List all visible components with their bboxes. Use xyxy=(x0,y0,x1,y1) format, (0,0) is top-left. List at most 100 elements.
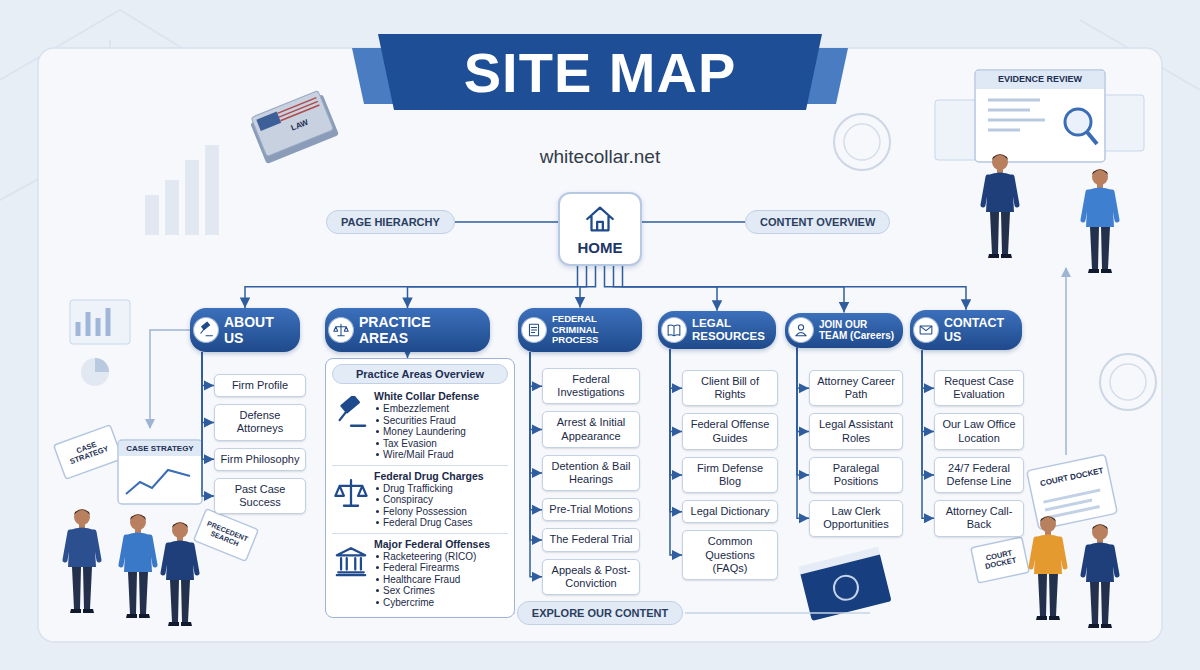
page-box: Attorney Career Path xyxy=(809,370,903,406)
connector xyxy=(922,350,934,431)
header-icon xyxy=(521,317,547,343)
connector xyxy=(922,350,934,388)
category-header: ABOUT US xyxy=(190,308,300,352)
page-label: Client Bill of Rights xyxy=(688,375,772,401)
page-label: Paralegal Positions xyxy=(815,462,897,488)
page-label: Attorney Career Path xyxy=(815,375,897,401)
header-icon xyxy=(913,317,939,343)
page-box: Legal Dictionary xyxy=(682,500,778,523)
person-icon xyxy=(788,317,814,343)
practice-section: Major Federal OffensesRacketeering (RICO… xyxy=(332,533,508,613)
section-text: Major Federal Offenses xyxy=(374,538,506,550)
page-label: Firm Profile xyxy=(220,379,300,392)
connector xyxy=(623,266,967,310)
illustration-label: CASE STRATEGY xyxy=(126,445,193,454)
gavel-icon xyxy=(334,396,368,430)
section-text: Federal Drug Charges xyxy=(374,470,506,482)
page-label: Our Law Office Location xyxy=(940,418,1018,444)
category-label: JOIN OUR TEAM (Careers) xyxy=(819,319,895,342)
house-icon xyxy=(583,202,617,236)
mail-icon xyxy=(913,317,939,343)
page-label: Appeals & Post-Conviction xyxy=(548,564,634,590)
page-box: Our Law Office Location xyxy=(934,413,1024,449)
section-icon xyxy=(334,390,374,430)
building-icon xyxy=(334,544,368,578)
header-icon xyxy=(661,317,687,343)
connector xyxy=(530,352,542,540)
header-icon xyxy=(328,317,354,343)
pill-label: EXPLORE OUR CONTENT xyxy=(532,607,668,619)
label-pill: EXPLORE OUR CONTENT xyxy=(517,601,683,625)
doc-icon xyxy=(521,317,547,343)
section-text: Money Laundering xyxy=(374,426,506,438)
category-label: FEDERAL CRIMINAL PROCESS xyxy=(552,314,634,347)
category-header: LEGAL RESOURCES xyxy=(658,311,776,349)
page-box: Client Bill of Rights xyxy=(682,370,778,406)
connector xyxy=(580,266,596,308)
panel-title: Practice Areas Overview xyxy=(332,364,508,384)
section-text: Federal Firearms xyxy=(374,562,506,574)
label-pill: PAGE HIERARCHY xyxy=(326,210,455,234)
practice-section: White Collar DefenseEmbezzlementSecuriti… xyxy=(332,386,508,465)
connector xyxy=(455,221,558,223)
page-label: Pre-Trial Motions xyxy=(548,503,634,516)
connector xyxy=(530,352,542,576)
section-text: Drug Trafficking xyxy=(374,483,506,495)
category-header: JOIN OUR TEAM (Careers) xyxy=(785,313,903,348)
home-node: HOME xyxy=(558,192,642,266)
page-label: 24/7 Federal Defense Line xyxy=(940,462,1018,488)
connector xyxy=(202,352,214,422)
connector xyxy=(670,349,682,388)
section-text: Sex Crimes xyxy=(374,585,506,597)
connector xyxy=(202,352,214,496)
page-label: Request Case Evaluation xyxy=(940,375,1018,401)
gavel-icon xyxy=(193,317,219,343)
pill-label: PAGE HIERARCHY xyxy=(341,216,440,228)
page-box: Common Questions (FAQs) xyxy=(682,530,778,580)
page-box: Paralegal Positions xyxy=(809,457,903,493)
overview-panel: Practice Areas OverviewWhite Collar Defe… xyxy=(325,358,515,618)
label-pill: CONTENT OVERVIEW xyxy=(745,210,890,234)
connector xyxy=(670,349,682,512)
pill-label: CONTENT OVERVIEW xyxy=(760,216,875,228)
page-label: The Federal Trial xyxy=(548,533,634,546)
page-label: Past Case Success xyxy=(220,483,300,509)
page-label: Legal Assistant Roles xyxy=(815,418,897,444)
connector xyxy=(202,352,214,386)
category-label: CONTACT US xyxy=(944,316,1014,345)
section-text: Conspiracy xyxy=(374,494,506,506)
page-label: Detention & Bail Hearings xyxy=(548,460,634,486)
page-box: Federal Investigations xyxy=(542,368,640,404)
section-text: Healthcare Fraud xyxy=(374,574,506,586)
section-text: Securities Fraud xyxy=(374,415,506,427)
page-box: Arrest & Initial Appearance xyxy=(542,411,640,447)
header-icon xyxy=(193,317,219,343)
page-box: Law Clerk Opportunities xyxy=(809,500,903,536)
scales-icon xyxy=(328,317,354,343)
section-text: Felony Possession xyxy=(374,506,506,518)
connector xyxy=(797,348,809,432)
connector xyxy=(530,352,542,429)
page-box: Request Case Evaluation xyxy=(934,370,1024,406)
section-icon xyxy=(334,538,374,578)
page-label: Firm Philosophy xyxy=(220,453,300,466)
connector xyxy=(670,349,682,555)
section-text: Federal Drug Cases xyxy=(374,517,506,529)
node-label: HOME xyxy=(578,239,623,256)
page-box: Firm Defense Blog xyxy=(682,457,778,493)
connector xyxy=(670,349,682,475)
page-box: Pre-Trial Motions xyxy=(542,498,640,521)
page-box: 24/7 Federal Defense Line xyxy=(934,457,1024,493)
page-label: Defense Attorneys xyxy=(220,409,300,435)
page-box: Detention & Bail Hearings xyxy=(542,455,640,491)
scales-icon xyxy=(334,476,368,510)
category-label: ABOUT US xyxy=(224,314,292,346)
section-text: Embezzlement xyxy=(374,403,506,415)
connector xyxy=(614,266,845,313)
section-text: Wire/Mail Fraud xyxy=(374,449,506,461)
page-box: Defense Attorneys xyxy=(214,404,306,440)
page-title: SITE MAP xyxy=(380,36,820,108)
connector xyxy=(605,266,718,311)
page-label: Legal Dictionary xyxy=(688,505,772,518)
section-text: Racketeering (RICO) xyxy=(374,551,506,563)
